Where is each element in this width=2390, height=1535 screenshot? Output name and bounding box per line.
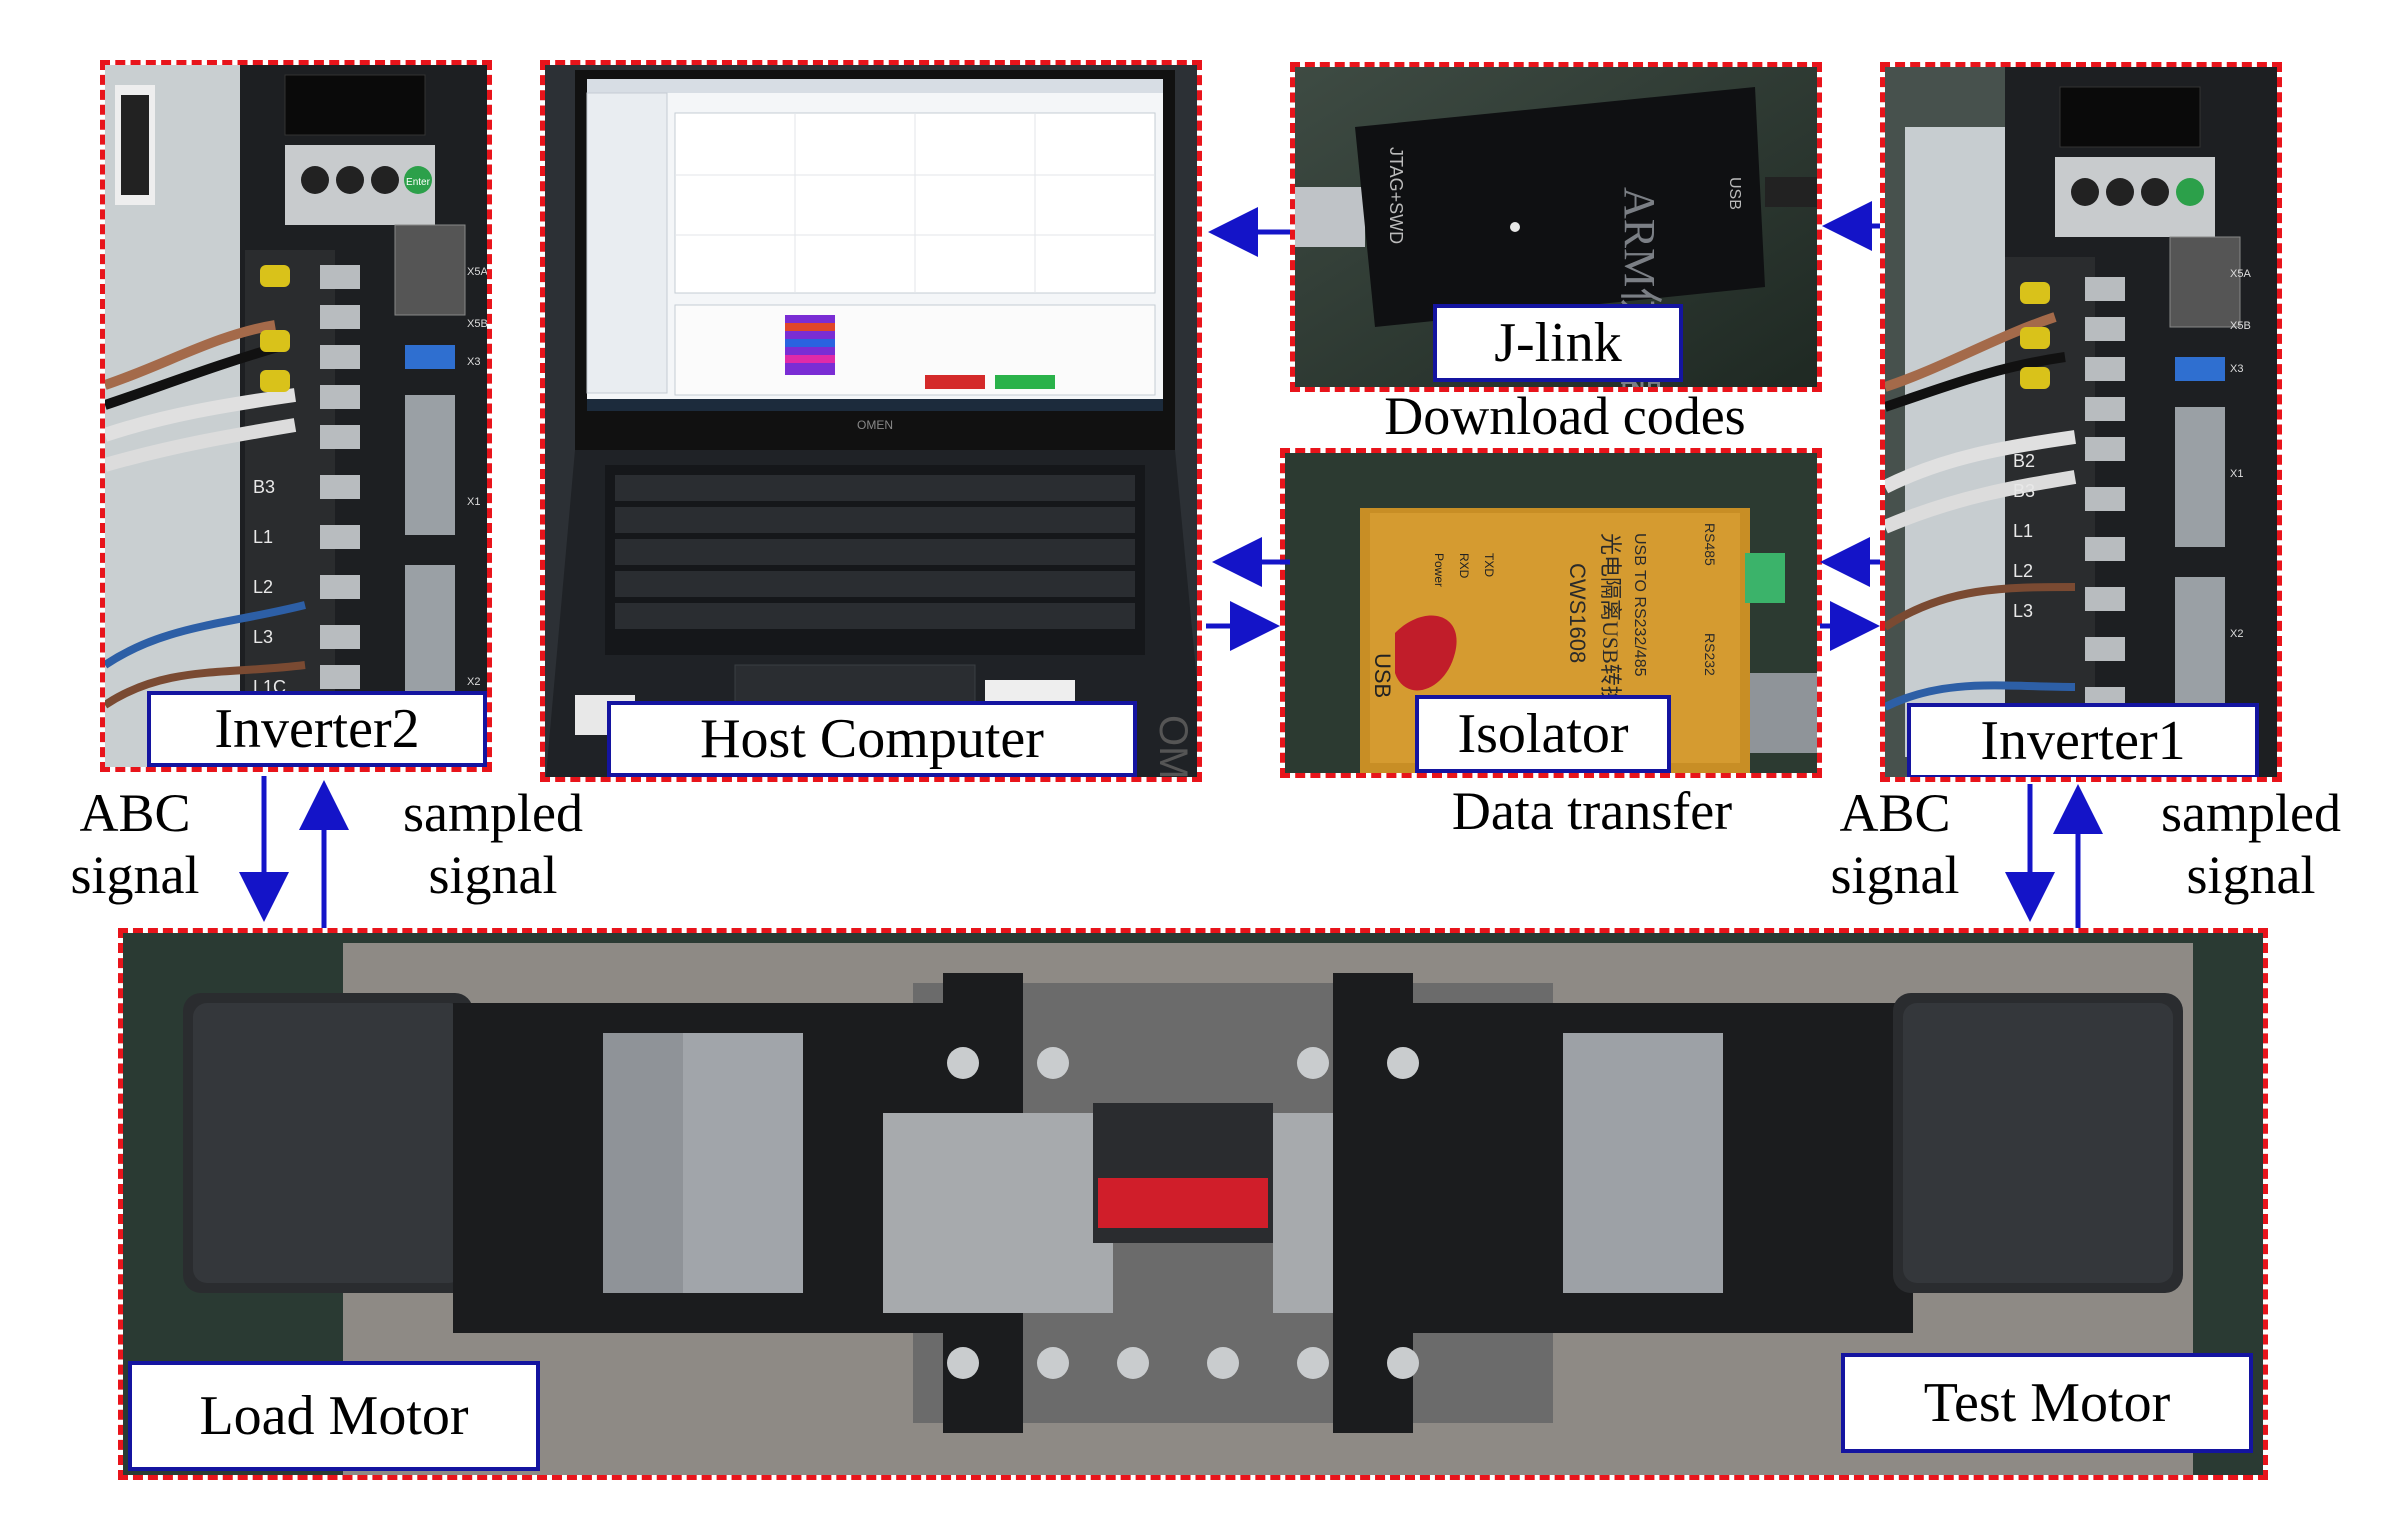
isolator-power-text: Power — [1432, 553, 1446, 587]
test-motor-label: Test Motor — [1841, 1353, 2253, 1453]
inverter1-l1-text: L1 — [2013, 521, 2033, 541]
inverter1-panel: B2 B3 L1 L2 L3 X5A X5B X3 X1 X2 Inverter… — [1880, 62, 2282, 782]
inverter2-enter-key: Enter — [406, 177, 431, 188]
laptop-photo: OMEN OMEN — [545, 65, 1197, 782]
data-transfer-text: Data transfer — [1451, 781, 1733, 841]
isolator-panel: USB Power RXD TXD CWS1608 光电隔离USB转换器 USB… — [1280, 448, 1822, 778]
motor-bench-panel: Load Motor Test Motor — [118, 928, 2268, 1480]
inverter1-l2-text: L2 — [2013, 561, 2033, 581]
left-abc-signal-text: ABC signal — [70, 783, 200, 906]
inverter2-x1-text: X1 — [467, 496, 480, 508]
inverter1-x2-text: X2 — [2230, 628, 2243, 640]
inverter2-l1-text: L1 — [253, 527, 273, 547]
jlink-photo: ARM仿真器 JTAG+SWD USB — [1295, 67, 1817, 387]
download-codes-text: Download codes — [1384, 386, 1746, 446]
inverter2-panel: Enter B3 L1 L2 L3 L1C X5A X5 — [100, 60, 492, 772]
inverter1-b3-text: B3 — [2013, 481, 2035, 501]
motor-bench-photo — [123, 933, 2263, 1475]
isolator-model-text: CWS1608 — [1565, 563, 1590, 663]
laptop-side-text: OMEN — [1151, 715, 1195, 782]
host-computer-panel: OMEN OMEN Host Computer — [540, 60, 1202, 782]
isolator-rs232-text: RS232 — [1702, 633, 1718, 676]
isolator-usb-text: USB — [1370, 653, 1395, 698]
inverter1-label: Inverter1 — [1907, 703, 2259, 777]
inverter1-x5a-text: X5A — [2230, 268, 2251, 280]
laptop-brand-text: OMEN — [857, 418, 893, 432]
inverter1-photo: B2 B3 L1 L2 L3 X5A X5B X3 X1 X2 — [1885, 67, 2277, 777]
inverter1-x5b-text: X5B — [2230, 320, 2251, 332]
inverter2-photo: Enter B3 L1 L2 L3 L1C X5A X5 — [105, 65, 488, 767]
inverter2-x5a-text: X5A — [467, 266, 488, 278]
inverter1-l3-text: L3 — [2013, 601, 2033, 621]
left-sampled-signal-text: sampled signal — [403, 783, 583, 906]
jlink-panel: ARM仿真器 JTAG+SWD USB J-link — [1290, 62, 1822, 392]
isolator-label: Isolator — [1415, 695, 1671, 773]
jlink-port-left-text: JTAG+SWD — [1386, 147, 1406, 244]
inverter1-x3-text: X3 — [2230, 363, 2243, 375]
isolator-txd-text: TXD — [1482, 553, 1496, 577]
isolator-sub-text: USB TO RS232/485 — [1631, 533, 1648, 677]
inverter2-l3-text: L3 — [253, 627, 273, 647]
inverter2-b3-text: B3 — [253, 477, 275, 497]
right-sampled-signal-text: sampled signal — [2161, 783, 2341, 906]
inverter1-b2-text: B2 — [2013, 451, 2035, 471]
right-abc-signal-text: ABC signal — [1830, 783, 1960, 906]
inverter2-x5b-text: X5B — [467, 318, 488, 330]
inverter2-x2-text: X2 — [467, 676, 480, 688]
inverter1-x1-text: X1 — [2230, 468, 2243, 480]
inverter2-label: Inverter2 — [147, 691, 487, 767]
jlink-port-right-text: USB — [1726, 177, 1743, 210]
host-computer-label: Host Computer — [607, 701, 1137, 777]
jlink-label: J-link — [1433, 304, 1683, 382]
isolator-rxd-text: RXD — [1457, 553, 1471, 579]
isolator-rs485-text: RS485 — [1702, 523, 1718, 566]
inverter2-l2-text: L2 — [253, 577, 273, 597]
inverter2-x3-text: X3 — [467, 356, 480, 368]
load-motor-label: Load Motor — [128, 1361, 540, 1471]
